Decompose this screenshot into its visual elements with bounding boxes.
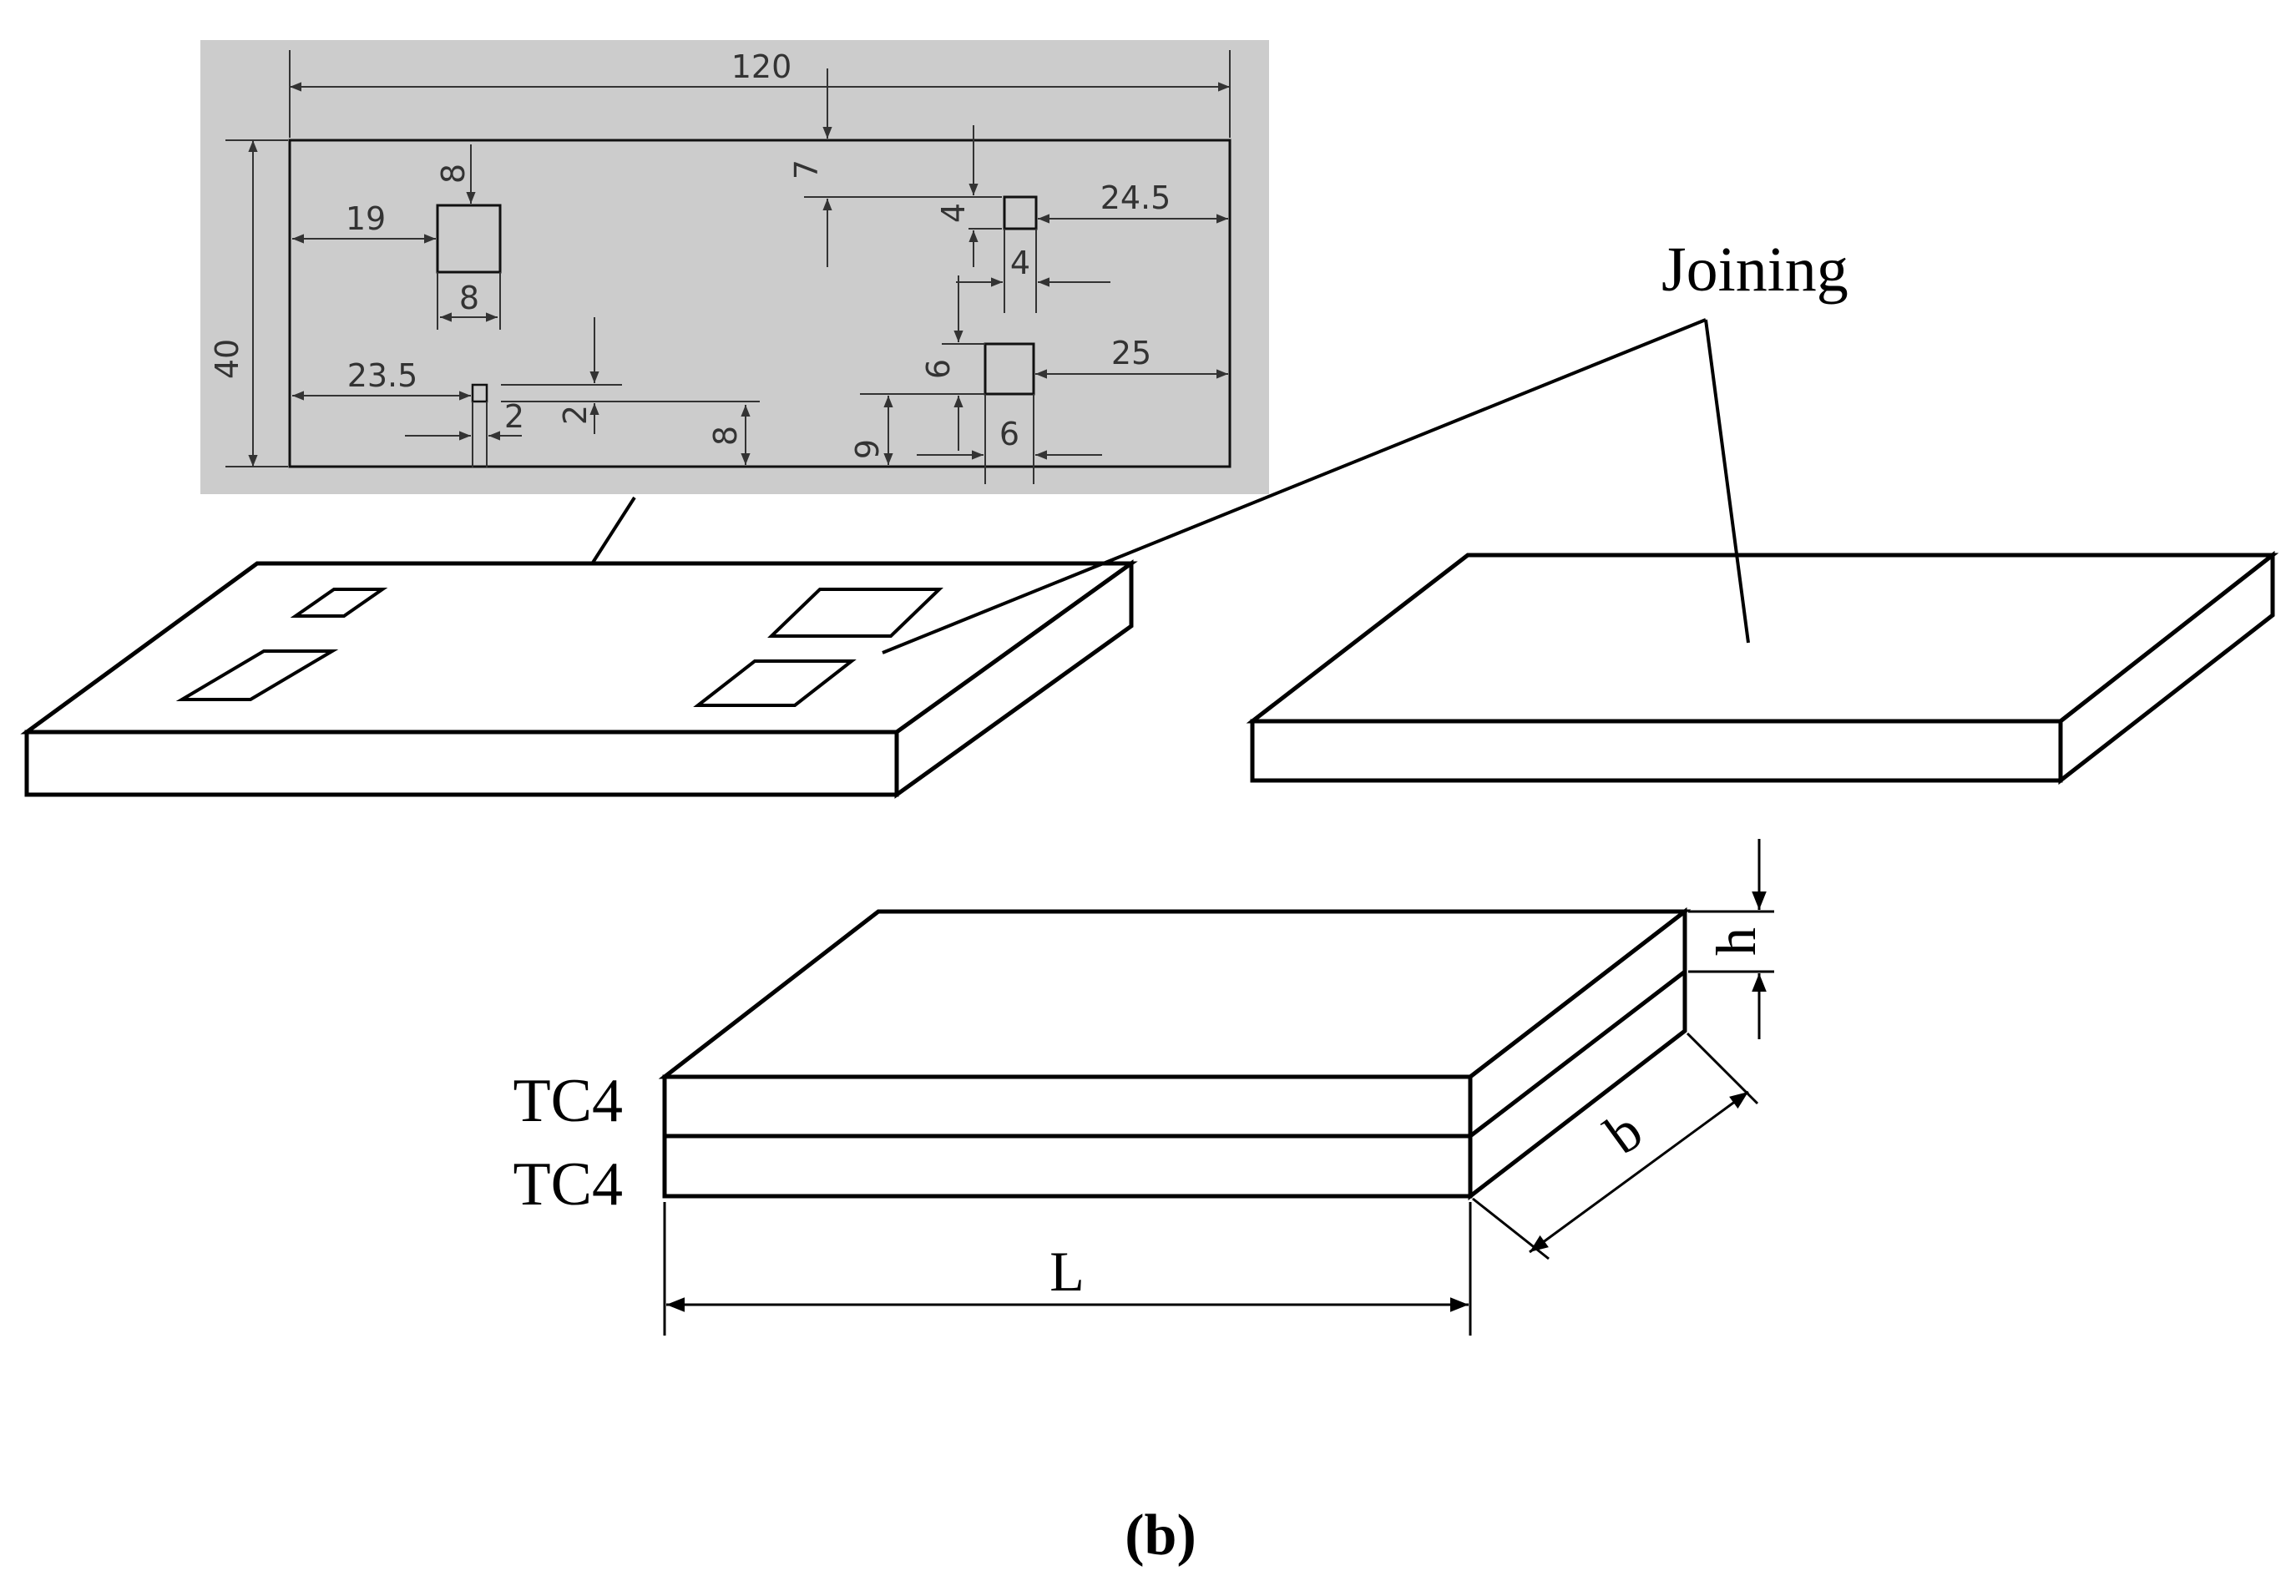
plate-left-hole-bottom-right	[693, 659, 857, 707]
dim-label-6-width: 6	[999, 416, 1019, 452]
joining-callout: Joining	[882, 235, 1848, 654]
cutout-square-4	[1003, 195, 1038, 230]
plate-left-hole-small	[290, 588, 388, 618]
drawing-background	[200, 40, 1269, 494]
tc4-lower-label: TC4	[513, 1150, 623, 1219]
dim-label-23-5: 23.5	[347, 357, 418, 394]
dim-label-7: 7	[788, 159, 825, 179]
dim-label-40: 40	[209, 339, 245, 379]
L-dimension	[663, 1202, 1472, 1336]
plate-right-front-face	[1250, 719, 2063, 783]
cutout-square-2	[471, 383, 488, 403]
dim-label-19: 19	[346, 200, 386, 237]
plate-plain	[1246, 550, 2279, 785]
panel-label: (b)	[1125, 1503, 1196, 1568]
tc4-upper-label: TC4	[513, 1067, 623, 1135]
b-dimension	[1472, 1032, 1759, 1260]
joining-leader-right	[1704, 319, 1750, 644]
dim-label-9: 9	[849, 439, 886, 459]
h-label: h	[1704, 927, 1768, 956]
dim-label-2-width: 2	[504, 398, 524, 435]
dim-label-24-5: 24.5	[1100, 179, 1171, 216]
plate-left-hole-large-left	[175, 649, 339, 701]
plate-left-hole-top-right	[767, 588, 943, 638]
assembly-side-seam	[1469, 970, 1687, 1138]
dim-label-8-top: 8	[435, 164, 472, 184]
cutout-square-8	[436, 204, 502, 274]
plate-left-front-face	[24, 730, 899, 797]
dim-label-6-height: 6	[920, 359, 957, 379]
dim-label-2-gap: 2	[557, 405, 594, 425]
plate-with-cutouts	[20, 559, 1138, 799]
L-label: L	[1049, 1240, 1085, 1303]
engineering-drawing: 120 40 19 8 8 23.5 2 2 8 7 4 24.5 4 6 25…	[200, 40, 1269, 494]
h-dimension	[1688, 839, 1774, 1039]
stacked-assembly	[658, 907, 1692, 1201]
dim-label-8-width: 8	[459, 280, 479, 316]
plate-left-side-face	[894, 559, 1134, 799]
plate-right-side-face	[2058, 550, 2275, 785]
dim-label-8-bottom: 8	[707, 426, 744, 446]
dim-label-4-height: 4	[935, 203, 972, 223]
plate-outline-2d	[288, 139, 1231, 468]
dim-label-120: 120	[731, 48, 792, 85]
b-label: b	[1593, 1099, 1653, 1166]
cutout-square-6	[984, 342, 1035, 396]
dim-label-4-width: 4	[1010, 245, 1030, 281]
joining-label: Joining	[1661, 235, 1848, 305]
joining-leader-left	[882, 318, 1707, 654]
dim-label-25: 25	[1111, 335, 1151, 371]
